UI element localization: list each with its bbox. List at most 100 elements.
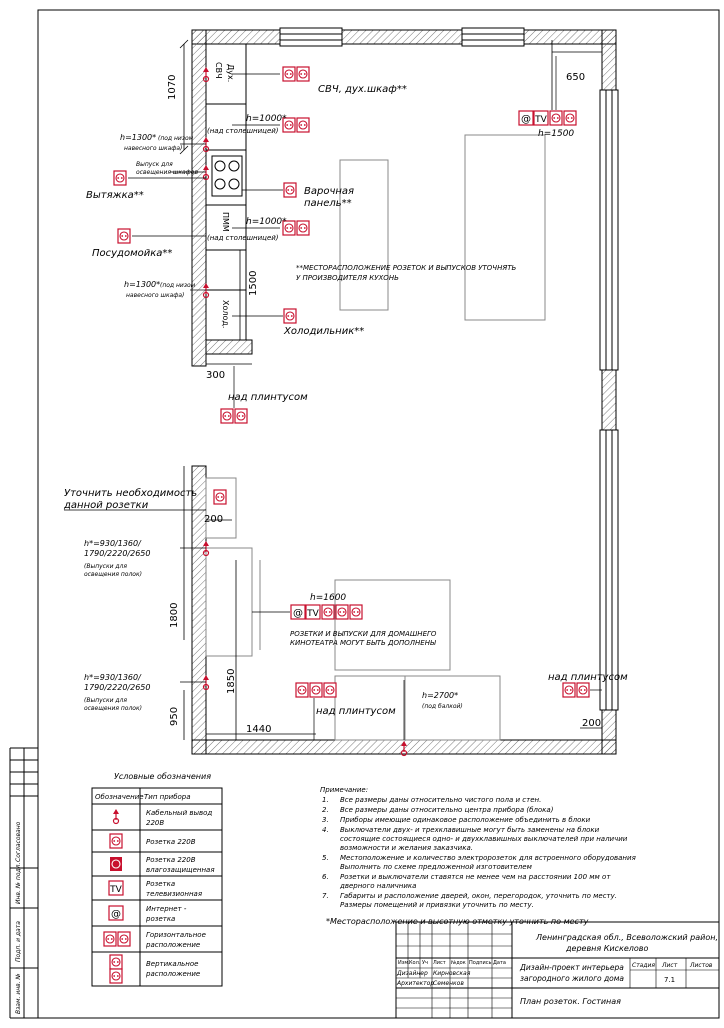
stamp-project-1: Дизайн-проект интерьера (519, 963, 624, 972)
upper-cab-b: навесного шкафа) (126, 292, 184, 299)
legend-waterproof-icon (110, 857, 122, 871)
legend-col2: Тип прибора (144, 793, 191, 801)
note-7-num: 7. (322, 892, 329, 900)
h1300-a-note: (под низом (158, 135, 194, 142)
legend-cable-icon (112, 808, 120, 825)
h1300-a-label: h=1300* (120, 133, 156, 142)
note-5-l1: Местоположение и количество электророзет… (340, 854, 636, 862)
clarify-label-2: данной розетки (63, 500, 149, 511)
h2700-label: h=2700* (422, 691, 458, 700)
h1300-b-note: (под низом (160, 282, 196, 289)
stamp-project-2: загородного жилого дома (520, 974, 624, 983)
note-4-l1: Выключатели двух- и трехклавишные могут … (340, 826, 600, 834)
h1300-b-label: h=1300* (124, 280, 160, 289)
note-6-l1: Розетки и выключатели ставятся не менее … (340, 873, 611, 881)
legend-row3-l1: Розетка 220В (146, 856, 196, 864)
h1600-label: h=1600 (310, 593, 346, 603)
note-3-num: 3. (322, 816, 329, 824)
legend-row5-l2: розетка (145, 915, 175, 923)
oven-label: Дух. (226, 64, 235, 82)
stamp-h-data: Дата (493, 960, 506, 966)
title-block: Изм. Кол. Уч Лист №док Подпись Дата Диза… (395, 921, 720, 1019)
cinema-note-1: РОЗЕТКИ И ВЫПУСКИ ДЛЯ ДОМАШНЕГО (290, 630, 437, 638)
stamp-address-1: Ленинградская обл., Всеволожский район, (535, 933, 718, 942)
dim-1440: 1440 (246, 724, 271, 735)
legend-row6-l1: Горизонтальное (146, 931, 206, 939)
stamp-h-podp: Подпись (469, 960, 492, 966)
note-6-num: 6. (322, 873, 329, 881)
dim-300: 300 (206, 370, 225, 381)
upper-cab-a: навесного шкафа) (124, 145, 182, 152)
lighting-out-label: Выпуск для (136, 161, 173, 168)
note-4-l3: возможности и желания заказчика. (340, 844, 473, 852)
legend: Условные обозначения Обозначение Тип при… (91, 772, 223, 987)
legend-internet-icon (108, 905, 124, 921)
above-plinth-a: над плинтусом (228, 392, 308, 403)
note-1-l1: Все размеры даны относительно чистого по… (340, 796, 541, 804)
sheet-border (37, 9, 720, 1019)
note-2-l1: Все размеры даны относительно центра при… (340, 806, 554, 814)
note-5-l2: Выполнить по схеме предложенной изготови… (340, 863, 533, 871)
stamp-address-2: деревня Кискелово (565, 944, 649, 953)
note-7-l1: Габариты и расположение дверей, окон, пе… (340, 892, 617, 900)
legend-row5-l1: Интернет - (146, 905, 187, 913)
above-plinth-c: над плинтусом (548, 672, 628, 683)
outlets (64, 56, 602, 757)
legend-row7-l1: Вертикальное (146, 960, 198, 968)
note-7-l2: Размеры помещений и привязки уточнить по… (340, 901, 534, 909)
side-inv-dup: Взам. инв. № (15, 973, 22, 1014)
side-agreed: Согласовано (15, 821, 22, 862)
plan-labels: СВЧ, дух.шкаф** h=1000* (над столешницей… (63, 84, 628, 717)
note-1-num: 1. (322, 796, 329, 804)
notes-title: Примечание: (320, 786, 368, 794)
mw-label: СВЧ (214, 62, 223, 79)
dim-950: 950 (169, 707, 180, 726)
stamp-role-1: Дизайнер (396, 970, 428, 977)
legend-socket-icon (109, 833, 123, 849)
oven-outlet-label: СВЧ, дух.шкаф** (318, 84, 407, 95)
legend-row3-l2: влагозащищенная (146, 866, 215, 874)
legend-tv-icon (108, 880, 124, 896)
furniture (205, 134, 546, 741)
dim-1500: 1500 (248, 271, 259, 296)
stamp-h-izm: Изм. (398, 960, 410, 966)
heights-b-3: (Выпуски для (84, 697, 127, 704)
dim-200a: 200 (204, 514, 223, 525)
heights-a-3: (Выпуски для (84, 563, 127, 570)
stamp-h-list: Лист (433, 960, 446, 966)
hob-label: Варочная (304, 186, 354, 197)
dim-650: 650 (566, 72, 585, 83)
dim-1800: 1800 (169, 603, 180, 628)
legend-row1-l1: Кабельный вывод (146, 809, 212, 817)
legend-row4-l1: Розетка (146, 880, 175, 888)
dishwasher-label: Посудомойка** (92, 248, 172, 259)
kitchen-counter: СВЧ Дух. ПММ Холод. (205, 43, 247, 341)
legend-vertical-icon (109, 954, 123, 984)
heights-a-1: h*=930/1360/ (84, 539, 142, 548)
heights-a-4: освещения полок) (84, 571, 142, 578)
legend-row2-l1: Розетка 220В (146, 838, 196, 846)
kitchen-note-1: **МЕСТОРАСПОЛОЖЕНИЕ РОЗЕТОК И ВЫПУСКОВ У… (296, 264, 516, 272)
note-6-l2: дверного наличника (339, 882, 416, 890)
legend-horizontal-icon (103, 931, 131, 947)
stamp-sheet-title: План розеток. Гостиная (520, 997, 621, 1006)
note-4-l2: состоящие состоящиеся одно- и двухклавиш… (340, 835, 628, 843)
note-5-num: 5. (322, 854, 329, 862)
hood-label: Вытяжка** (86, 190, 144, 201)
stamp-name-1: Кирновская (433, 970, 471, 977)
heights-b-1: h*=930/1360/ (84, 673, 142, 682)
heights-b-4: освещения полок) (84, 705, 142, 712)
side-sign-date: Подп. и дата (15, 921, 22, 962)
side-inv-orig: Инв. № подл. (15, 863, 22, 904)
stamp-sheet: Лист (661, 962, 678, 969)
legend-row4-l2: телевизионная (146, 890, 202, 898)
heights-a-2: 1790/2220/2650 (84, 549, 150, 558)
dimension-lines (179, 39, 602, 740)
stamp-stage: Стадия (632, 962, 655, 969)
h1500-label: h=1500 (538, 129, 574, 139)
legend-col1: Обозначение (95, 793, 144, 801)
stamp-h-ndok: №док (451, 960, 466, 966)
hob-label-2: панель** (304, 198, 352, 209)
